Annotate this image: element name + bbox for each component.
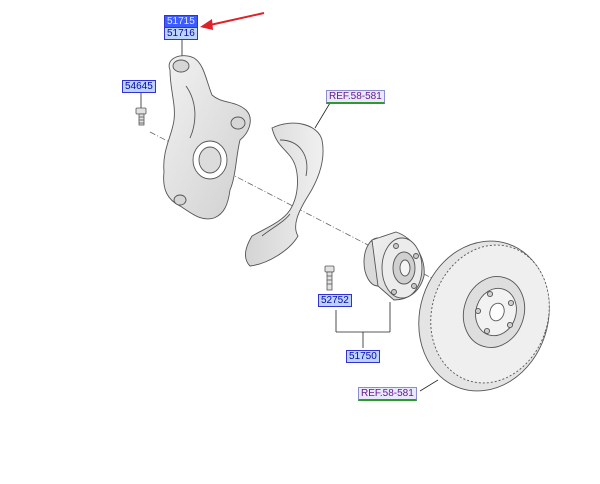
pointer-arrow-icon [200,12,265,30]
brake-disc [418,240,550,392]
assembly-centerline [149,131,479,303]
part-label-hub-bolt[interactable]: 52752 [318,294,352,307]
dust-cover [245,122,324,267]
steering-knuckle [163,55,251,220]
hub-bearing-assembly [363,231,425,301]
knuckle-bolt [135,107,147,126]
part-label-knuckle-bolt[interactable]: 54645 [122,80,156,93]
hub-bolt [324,265,335,291]
part-label-knuckle-b[interactable]: 51716 [164,27,198,40]
part-label-hub-assembly[interactable]: 51750 [346,350,380,363]
ref-label-dust-cover[interactable]: REF.58-581 [326,90,385,104]
ref-label-brake-disc[interactable]: REF.58-581 [358,387,417,401]
